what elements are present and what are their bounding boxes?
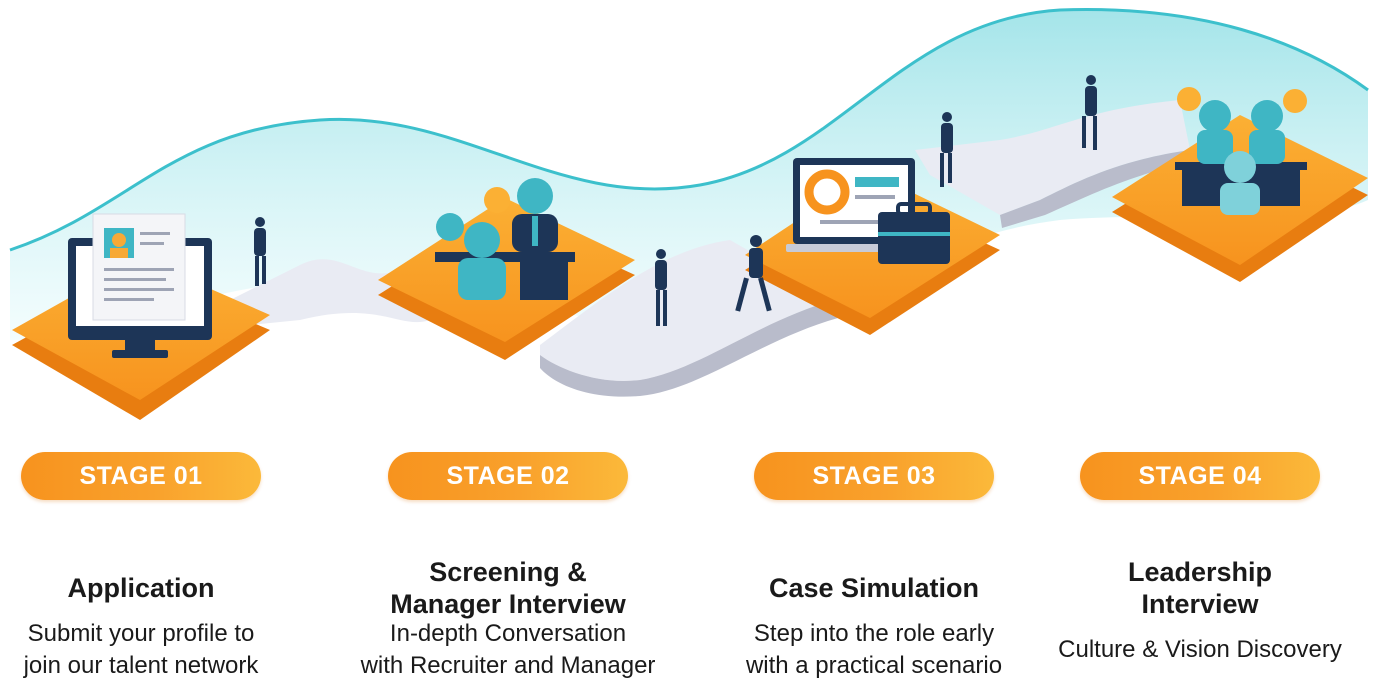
stage-2-description-line-2: with Recruiter and Manager	[360, 652, 656, 679]
stage-2-title-line-2: Manager Interview	[390, 589, 626, 619]
person-figure	[940, 112, 953, 187]
stage-4-title: Leadership Interview	[1128, 556, 1272, 620]
stage-3-description-line-1: Step into the role early	[753, 620, 995, 647]
stage-2-title-box: Screening & Manager Interview	[318, 540, 698, 636]
platform-stage-1	[12, 213, 270, 420]
stage-3-description-line-2: with a practical scenario	[745, 652, 1003, 679]
candidate-avatar-icon	[1224, 151, 1256, 183]
stage-4-title-line-2: Interview	[1141, 589, 1259, 619]
chat-bubble-icon	[1177, 87, 1201, 111]
stage-1-column: STAGE 01 Application Submit your profile…	[0, 452, 331, 679]
stage-1-badge: STAGE 01	[21, 452, 261, 500]
briefcase-icon	[878, 212, 950, 264]
stage-2-column: STAGE 02 Screening & Manager Interview I…	[318, 452, 698, 679]
stage-4-title-box: Leadership Interview	[1010, 540, 1390, 636]
pie-chart-icon	[804, 169, 850, 215]
stage-2-title-line-1: Screening &	[429, 557, 587, 587]
stage-2-description: In-depth Conversation with Recruiter and…	[308, 618, 708, 682]
stage-1-description-line-1: Submit your profile to	[27, 620, 255, 647]
platform-stage-3	[745, 158, 1000, 335]
stage-4-title-line-1: Leadership	[1127, 557, 1273, 587]
chat-bubble-icon	[1283, 89, 1307, 113]
stage-3-column: STAGE 03 Case Simulation Step into the r…	[684, 452, 1064, 679]
stage-3-badge: STAGE 03	[754, 452, 994, 500]
person-figure	[254, 217, 266, 286]
stage-2-description-line-1: In-depth Conversation	[389, 620, 627, 647]
chat-bubble-icon	[436, 213, 464, 241]
stage-4-description: Culture & Vision Discovery	[1058, 636, 1342, 663]
person-figure	[735, 235, 772, 312]
chat-bubble-icon	[484, 187, 510, 213]
panelist-avatar-icon	[1199, 100, 1231, 132]
person-figure	[655, 249, 667, 326]
platform-stage-2	[378, 178, 635, 360]
glass-wave-wall	[10, 9, 1368, 340]
platform-stage-4	[1112, 87, 1368, 282]
stage-1-description: Submit your profile to join our talent n…	[0, 618, 341, 682]
stage-2-title: Screening & Manager Interview	[390, 556, 626, 620]
hiring-journey-illustration	[9, 8, 1369, 420]
stage-1-title-box: Application	[0, 540, 331, 636]
panelist-avatar-icon	[1251, 100, 1283, 132]
stage-4-column: STAGE 04 Leadership Interview Culture & …	[1010, 452, 1390, 663]
desk-icon	[435, 252, 575, 262]
stage-1-description-line-2: join our talent network	[23, 652, 259, 679]
stage-3-title-box: Case Simulation	[684, 540, 1064, 636]
manager-avatar-icon	[517, 178, 553, 214]
stage-4-badge: STAGE 04	[1080, 452, 1320, 500]
glass-wave-edge	[9, 8, 1369, 252]
person-figure	[1082, 75, 1097, 150]
stage-3-title: Case Simulation	[768, 573, 980, 603]
candidate-avatar-icon	[464, 222, 500, 258]
stage-1-title: Application	[67, 573, 215, 603]
stage-2-badge: STAGE 02	[388, 452, 628, 500]
stage-3-description: Step into the role early with a practica…	[674, 618, 1074, 682]
